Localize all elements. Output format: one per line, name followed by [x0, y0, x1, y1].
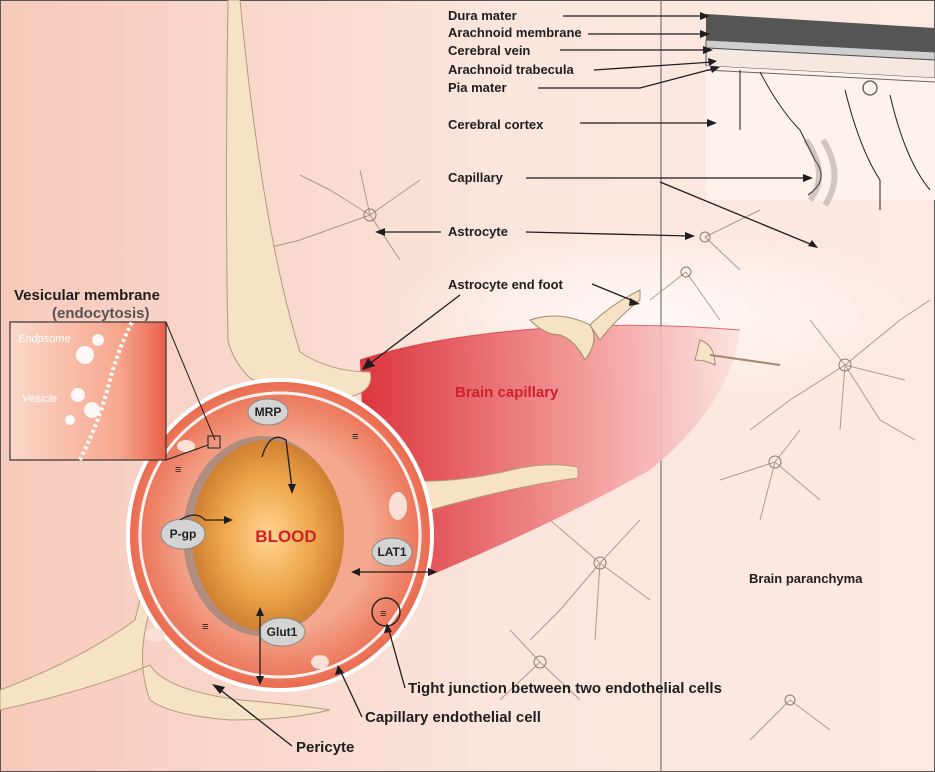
- label-pia-mater: Pia mater: [448, 80, 507, 95]
- svg-text:MRP: MRP: [255, 405, 282, 419]
- label-astrocyte-end-foot: Astrocyte end foot: [448, 277, 564, 292]
- tight-junction-mark-1: ≡: [175, 464, 181, 476]
- label-dura-mater: Dura mater: [448, 8, 517, 23]
- svg-text:≡: ≡: [380, 608, 386, 620]
- label-arachnoid-membrane: Arachnoid membrane: [448, 25, 582, 40]
- label-endothelial-cell: Capillary endothelial cell: [365, 709, 541, 726]
- vesicle-label: Vesicle: [22, 393, 57, 405]
- inset-subtitle: (endocytosis): [52, 305, 150, 322]
- label-cerebral-vein: Cerebral vein: [448, 43, 530, 58]
- tight-junction-mark-2: ≡: [352, 431, 358, 443]
- meninges-illustration: [706, 14, 935, 210]
- label-astrocyte: Astrocyte: [448, 224, 508, 239]
- label-capillary: Capillary: [448, 170, 504, 185]
- svg-text:Glut1: Glut1: [267, 625, 298, 639]
- svg-text:LAT1: LAT1: [377, 545, 406, 559]
- tight-junction-mark-3: ≡: [202, 621, 208, 633]
- label-cerebral-cortex: Cerebral cortex: [448, 117, 544, 132]
- label-brain-parenchyma: Brain paranchyma: [749, 571, 863, 586]
- label-brain-capillary: Brain capillary: [455, 384, 559, 401]
- label-pericyte: Pericyte: [296, 739, 354, 756]
- svg-text:P-gp: P-gp: [170, 527, 197, 541]
- label-arachnoid-trabecula: Arachnoid trabecula: [448, 62, 574, 77]
- endosome-label: Endpsome: [18, 333, 71, 345]
- inset-title: Vesicular membrane: [14, 287, 160, 304]
- blood-label: BLOOD: [255, 527, 316, 546]
- label-tight-junction: Tight junction between two endothelial c…: [408, 680, 722, 697]
